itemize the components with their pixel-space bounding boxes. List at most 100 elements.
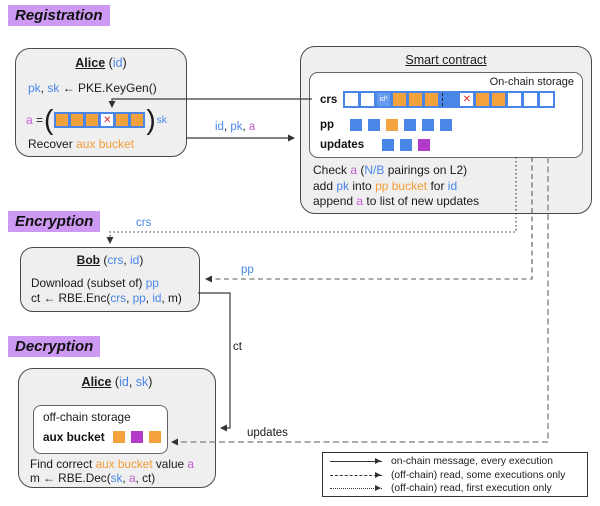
text-part: pk — [28, 81, 41, 95]
crs-line-label: crs — [136, 217, 152, 229]
text-part: to list of new updates — [363, 194, 480, 208]
orange-slot — [56, 114, 69, 126]
text-part: append — [313, 194, 357, 208]
white-slot — [540, 93, 554, 106]
text-part: a — [128, 471, 136, 485]
pp-label: pp — [320, 119, 335, 131]
note-check: Check a (N/B pairings on L2) — [313, 163, 479, 179]
text-part: , — [223, 121, 231, 133]
note-append: append a to list of new updates — [313, 194, 479, 210]
orange-slot — [148, 431, 161, 443]
pp-row: pp — [320, 119, 458, 131]
note-add: add pk into pp bucket for id — [313, 179, 479, 195]
text-part: id — [130, 253, 140, 267]
orange-slot — [86, 114, 99, 126]
alice-decryption-box: Alice (id, sk) off-chain storage aux buc… — [18, 368, 216, 488]
text-part: aux bucket — [95, 457, 153, 471]
purple-slot — [418, 139, 430, 151]
aux-bucket-row: aux bucket — [43, 430, 167, 444]
legend-row-onchain: on-chain message, every execution — [323, 455, 587, 469]
blue-slot — [382, 139, 394, 151]
alice-registration-title: Alice (id) — [16, 56, 186, 70]
text-part: into — [349, 178, 376, 193]
text-part: m ← RBE.Dec( — [30, 471, 111, 485]
text-part: , — [40, 81, 48, 95]
text-part: sk — [135, 375, 149, 389]
orange-slot — [386, 119, 398, 131]
text-part: a — [248, 121, 256, 133]
text-part: N/B — [364, 163, 385, 177]
text-part: a — [187, 457, 194, 471]
smart-contract-title: Smart contract — [301, 53, 591, 67]
aux-bucket-cells — [112, 431, 167, 443]
text-part: crs — [110, 291, 127, 305]
aux-bucket-label: aux bucket — [43, 430, 105, 444]
text-part: ← PKE.KeyGen() — [59, 81, 157, 95]
blue-slot — [368, 119, 380, 131]
alice-decryption-title: Alice (id, sk) — [19, 375, 215, 389]
text-part: ( — [99, 253, 108, 267]
white-slot — [508, 93, 522, 106]
text-part: Find correct — [30, 457, 96, 471]
close-paren: ) — [146, 104, 156, 135]
orange-slot — [71, 114, 84, 126]
legend-row-offchain-some: (off-chain) read, some executions only — [323, 469, 587, 483]
text-part: ( — [111, 375, 120, 389]
text-part: crs — [107, 253, 124, 267]
dashed-arrow-icon — [330, 471, 382, 478]
blue-slot — [350, 119, 362, 131]
white-slot — [361, 93, 375, 106]
bob-title: Bob (crs, id) — [21, 253, 199, 267]
text-part: id — [112, 56, 123, 70]
dotted-arrow-icon — [330, 485, 382, 492]
white-slot — [345, 93, 359, 106]
smart-contract-box: Smart contract On-chain storage crs id*✕… — [300, 46, 592, 214]
enc-line: ct ← RBE.Enc(crs, pp, id, m) — [31, 291, 182, 305]
on-chain-storage-box: On-chain storage crs id*✕ pp updates — [309, 72, 583, 158]
text-part: Download (subset of) — [31, 276, 146, 290]
text-part: pp — [132, 291, 146, 305]
pp-line-label: pp — [241, 264, 254, 276]
section-title-decryption: Decryption — [8, 336, 101, 357]
text-part: ) — [139, 253, 144, 267]
text-part: add — [313, 178, 337, 193]
text-part: Recover — [28, 137, 77, 151]
deleted-slot-icon: ✕ — [101, 114, 114, 126]
off-chain-storage-label: off-chain storage — [43, 410, 131, 424]
legend-label: (off-chain) read, some executions only — [391, 469, 566, 481]
blue-slot — [400, 139, 412, 151]
legend-box: on-chain message, every execution (off-c… — [322, 452, 588, 497]
updates-cells — [382, 139, 436, 151]
text-part: id — [152, 291, 162, 305]
text-part: , — [145, 291, 153, 305]
orange-slot — [116, 114, 129, 126]
orange-slot — [492, 93, 506, 106]
text-part: , ct) — [135, 471, 156, 485]
text-part: sk — [110, 471, 123, 485]
text-part: ct ← RBE.Enc( — [31, 291, 111, 305]
text-part: , — [123, 253, 130, 267]
crs-label: crs — [320, 93, 338, 106]
text-part: , m) — [161, 291, 182, 305]
text-part: , — [242, 121, 249, 133]
alice-registration-box: Alice (id) pk, sk ← PKE.KeyGen() a = ( ✕… — [15, 48, 187, 157]
text-part: , — [128, 375, 136, 389]
text-part: , — [122, 471, 129, 485]
blue-slot — [404, 119, 416, 131]
section-title-registration: Registration — [8, 5, 110, 26]
text-part: ) — [122, 56, 127, 70]
text-part: for — [427, 178, 448, 193]
find-line: Find correct aux bucket value a — [30, 457, 194, 471]
a-equals: a = — [26, 113, 43, 127]
ct-line-label: ct — [233, 341, 242, 353]
section-title-encryption: Encryption — [8, 211, 101, 232]
text-part: sk — [47, 81, 60, 95]
updates-line-label: updates — [247, 427, 288, 439]
updates-label: updates — [320, 139, 365, 151]
text-part: Smart contract — [405, 53, 487, 67]
orange-slot — [131, 114, 144, 126]
text-part: value — [152, 457, 188, 471]
dec-line: m ← RBE.Dec(sk, a, ct) — [30, 471, 155, 485]
text-part: Check — [313, 163, 351, 177]
crs-bar: id*✕ — [343, 91, 556, 108]
